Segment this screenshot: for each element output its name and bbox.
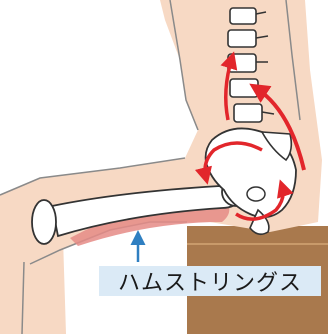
hamstring-label: ハムストリングス	[118, 265, 302, 297]
vertebra-4	[230, 79, 258, 97]
hamstring-label-box: ハムストリングス	[99, 266, 321, 296]
vertebra-2	[228, 30, 256, 47]
vertebra-5	[234, 104, 262, 122]
femur-knee-end	[32, 200, 56, 244]
obturator-foramen	[247, 187, 265, 201]
vertebra-1	[230, 8, 256, 24]
